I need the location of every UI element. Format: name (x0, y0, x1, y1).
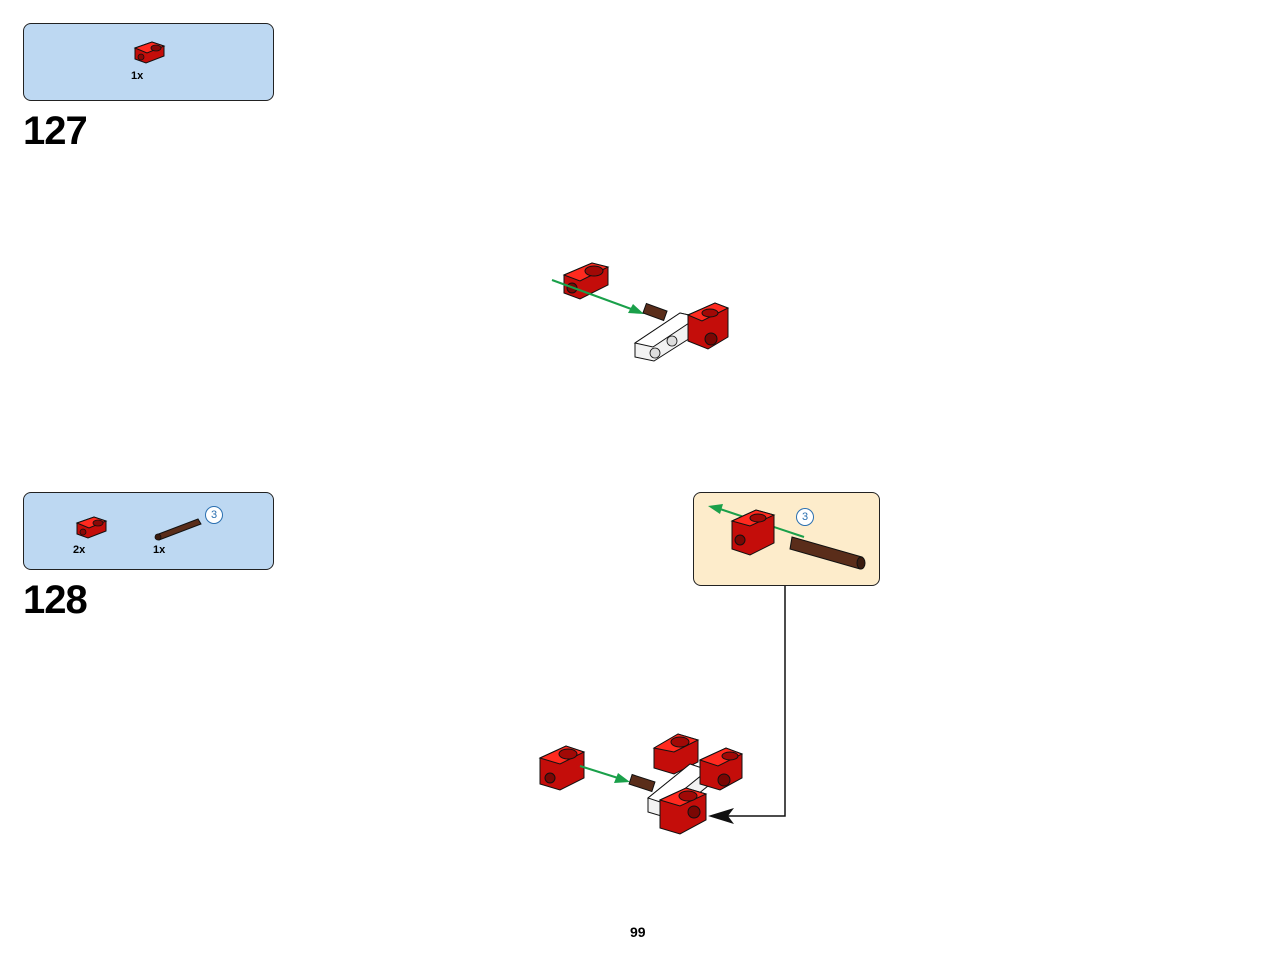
axle-length-badge: 3 (205, 506, 223, 524)
step-127-parts-list: 1x (23, 23, 274, 101)
red-axle-pin-connector-icon (730, 509, 776, 556)
part-quantity: 2x (73, 544, 86, 556)
step-128-parts-list: 2x 3 1x (23, 492, 274, 570)
page-number: 99 (630, 924, 646, 940)
brown-axle-3-icon (789, 536, 866, 570)
red-axle-pin-connector-icon (562, 262, 610, 300)
step-number: 127 (23, 109, 88, 153)
brown-axle-3-icon (154, 518, 202, 541)
red-axle-pin-connector-icon (658, 787, 708, 835)
red-axle-pin-connector-icon (75, 516, 108, 539)
step-127-assembly-illustration (551, 262, 730, 362)
callout-illustration (708, 504, 866, 570)
red-axle-pin-connector-icon (538, 745, 586, 791)
white-beam-icon (633, 312, 700, 362)
red-axle-pin-connector-icon (133, 41, 166, 64)
sub-assembly-callout: 3 (693, 492, 880, 586)
part-quantity: 1x (153, 544, 166, 556)
axle-length-badge: 3 (796, 508, 814, 526)
step-number: 128 (23, 578, 88, 622)
red-axle-pin-connector-icon (652, 733, 700, 775)
red-axle-pin-connector-icon (686, 302, 730, 350)
callout-connector-arrow (708, 586, 786, 824)
step-128-assembly-illustration (538, 733, 744, 835)
red-axle-pin-connector-icon (698, 747, 744, 791)
part-quantity: 1x (131, 70, 144, 82)
